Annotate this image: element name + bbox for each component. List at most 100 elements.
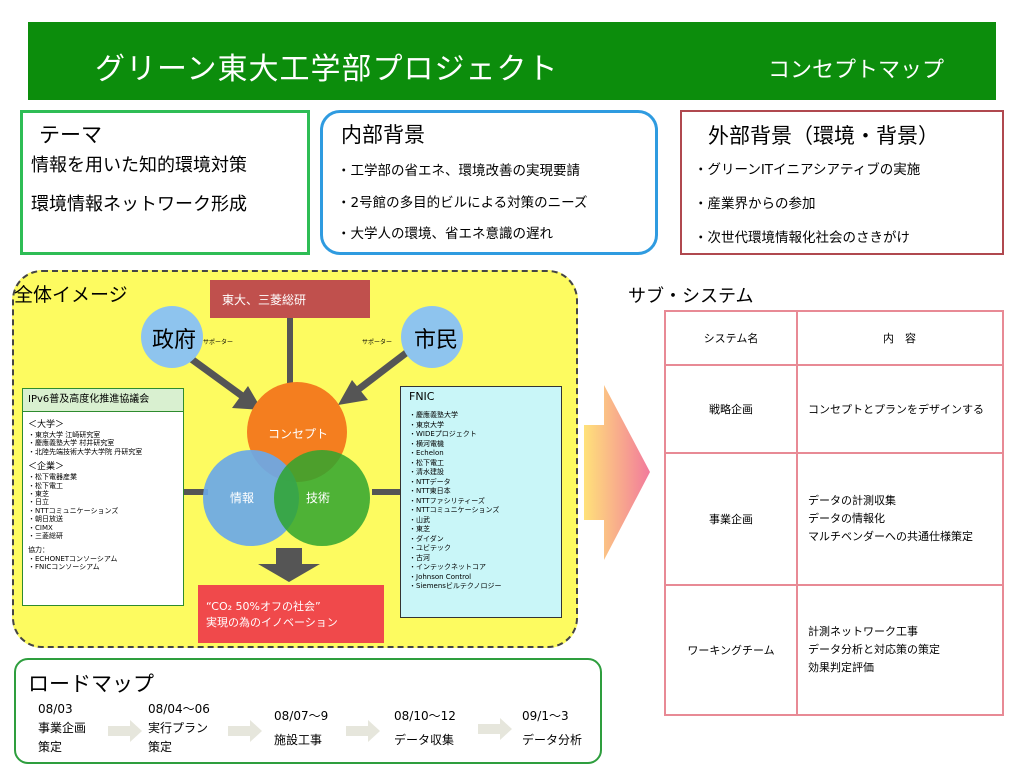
company-item: ・NTTコミュニケーションズ <box>28 506 119 515</box>
fnic-title: FNIC <box>409 390 435 403</box>
system-name-cell: 事業企画 <box>664 452 798 586</box>
fnic-member-item: ・ダイダン <box>409 534 444 543</box>
inner-background-item: ・大学人の環境、省エネ意識の遅れ <box>337 226 553 242</box>
company-heading: ＜企業＞ <box>28 462 65 473</box>
arrow-head <box>232 386 262 410</box>
table-row: 事業企画 データの計測収集 データの情報化 マルチベンダーへの共通仕様策定 <box>664 452 1004 586</box>
subsystem-title: サブ・システム <box>628 286 754 307</box>
coop-item: ・ECHONETコンソーシアム <box>28 554 118 563</box>
roadmap-step: 08/03 事業企画 策定 <box>38 700 86 757</box>
coop-heading: 協力： <box>28 546 49 555</box>
roadmap-arrow <box>108 720 142 742</box>
inner-background-item: ・工学部の省エネ、環境改善の実現要請 <box>337 163 580 179</box>
roadmap-task: 実行プラン <box>148 721 209 735</box>
information-label: 情報 <box>230 491 255 505</box>
inner-background-title: 内部背景 <box>341 123 425 147</box>
fnic-member-item: ・慶應義塾大学 <box>409 411 458 419</box>
top-entity-box <box>210 280 370 318</box>
page-subtitle: コンセプトマップ <box>768 58 945 83</box>
table-header-cell: 内 容 <box>796 310 1004 366</box>
overview-title: 全体イメージ <box>14 284 128 306</box>
outer-background-box: 外部背景（環境・背景） ・グリーンITイニアシアティブの実施 ・産業界からの参加… <box>680 110 1004 255</box>
goal-line: 実現の為のイノベーション <box>206 616 338 629</box>
roadmap-task: データ収集 <box>394 733 455 747</box>
theme-box: テーマ 情報を用いた知的環境対策 環境情報ネットワーク形成 <box>20 110 310 255</box>
company-item: ・CIMX <box>28 523 53 532</box>
fnic-member-item: ・NTTデータ <box>409 477 451 486</box>
citizens-circle <box>401 306 463 368</box>
big-right-arrow <box>584 385 650 560</box>
fnic-member-item: ・WIDEプロジェクト <box>409 430 477 438</box>
content-line: データの計測収集 <box>808 494 896 507</box>
supporter-label: サポーター <box>203 339 234 346</box>
company-item: ・松下電工 <box>28 481 63 490</box>
fnic-member-item: ・Johnson Control <box>409 572 472 581</box>
fnic-member-item: ・ユビテック <box>409 544 451 552</box>
arrow-head <box>338 380 368 405</box>
fnic-member-item: ・東芝 <box>409 525 430 533</box>
roadmap-date: 08/03 <box>38 702 73 716</box>
coop-item: ・FNICコンソーシアム <box>28 563 100 572</box>
roadmap-arrow <box>228 720 262 742</box>
theme-title: テーマ <box>39 123 102 147</box>
roadmap-date: 09/1〜3 <box>522 709 569 723</box>
table-header-cell: システム名 <box>664 310 798 366</box>
fnic-member-item: ・Echelon <box>409 449 444 457</box>
down-arrow-head <box>258 564 320 582</box>
fnic-member-item: ・横河電機 <box>409 439 444 448</box>
system-content-cell: データの計測収集 データの情報化 マルチベンダーへの共通仕様策定 <box>796 452 1004 586</box>
outer-background-item: ・産業界からの参加 <box>694 196 816 212</box>
outer-background-title: 外部背景（環境・背景） <box>708 124 939 148</box>
roadmap-step: 08/07〜9 施設工事 <box>274 704 328 752</box>
information-circle <box>203 450 299 546</box>
roadmap-date: 08/10〜12 <box>394 709 456 723</box>
company-item: ・日立 <box>28 498 49 507</box>
outer-background-item: ・グリーンITイニアシアティブの実施 <box>694 162 921 178</box>
content-line: 計測ネットワーク工事 <box>808 625 918 638</box>
goal-line: “CO₂ 50%オフの社会” <box>206 600 321 613</box>
ipv6-council-panel: IPv6普及高度化推進協議会 ＜大学＞ ・東京大学 江崎研究室 ・慶應義塾大学 … <box>22 388 184 606</box>
theme-line: 環境情報ネットワーク形成 <box>31 194 247 215</box>
university-item: ・東京大学 江崎研究室 <box>28 431 101 439</box>
subsystem-table: システム名 内 容 戦略企画 コンセプトとプランをデザインする 事業企画 データ… <box>664 310 1004 716</box>
roadmap-title: ロードマップ <box>28 672 154 696</box>
university-heading: ＜大学＞ <box>28 420 65 430</box>
inner-background-box: 内部背景 ・工学部の省エネ、環境改善の実現要請 ・2号館の多目的ビルによる対策の… <box>320 110 658 255</box>
outer-background-item: ・次世代環境情報化社会のさきがけ <box>694 230 910 246</box>
system-name-cell: ワーキングチーム <box>664 584 798 716</box>
technology-label: 技術 <box>306 491 331 505</box>
technology-circle <box>274 450 370 546</box>
government-circle <box>141 306 203 368</box>
arrow-shaft <box>187 355 248 401</box>
supporter-label: サポーター <box>362 339 393 346</box>
concept-label: コンセプト <box>268 427 329 441</box>
inner-background-item: ・2号館の多目的ビルによる対策のニーズ <box>337 195 588 211</box>
roadmap-date: 08/04〜06 <box>148 702 210 716</box>
fnic-member-item: ・インテックネットコア <box>409 563 486 571</box>
page-title: グリーン東大工学部プロジェクト <box>95 52 559 87</box>
roadmap-date: 08/07〜9 <box>274 709 329 723</box>
header-bar <box>28 22 996 100</box>
fnic-member-item: ・山武 <box>409 515 430 524</box>
ipv6-council-title: IPv6普及高度化推進協議会 <box>23 389 183 412</box>
top-entity-label: 東大、三菱総研 <box>222 293 307 307</box>
down-arrow-shaft <box>276 548 302 564</box>
roadmap-task: 策定 <box>38 740 63 754</box>
roadmap-step: 08/10〜12 データ収集 <box>394 704 456 752</box>
fnic-member-item: ・NTTコミュニケーションズ <box>409 506 500 514</box>
arrow-shaft <box>352 347 413 395</box>
company-item: ・東芝 <box>28 490 49 499</box>
government-label: 政府 <box>152 328 197 353</box>
table-row: 戦略企画 コンセプトとプランをデザインする <box>664 364 1004 454</box>
content-line: データの情報化 <box>808 512 885 525</box>
fnic-panel: FNIC ・慶應義塾大学・東京大学・WIDEプロジェクト・横河電機・Echelo… <box>400 386 562 618</box>
content-line: マルチベンダーへの共通仕様策定 <box>808 530 973 543</box>
roadmap-task: 事業企画 <box>38 721 87 735</box>
company-item: ・朝日放送 <box>28 515 63 524</box>
university-item: ・慶應義塾大学 村井研究室 <box>28 439 115 448</box>
fnic-member-list: ・慶應義塾大学・東京大学・WIDEプロジェクト・横河電機・Echelon・松下電… <box>401 403 561 592</box>
roadmap-panel <box>14 658 602 764</box>
roadmap-task: データ分析 <box>522 733 583 747</box>
fnic-member-item: ・NTT東日本 <box>409 487 451 495</box>
